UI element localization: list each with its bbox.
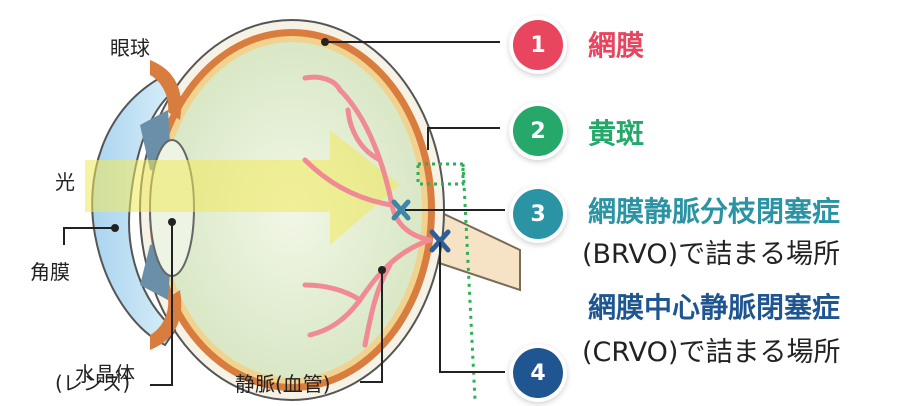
macula-dotted-line — [461, 163, 477, 401]
leader-crvo — [439, 242, 505, 373]
leader-lens — [150, 222, 173, 386]
subtitle-crvo: (CRVO)で詰まる場所 — [582, 337, 841, 368]
subtitle-brvo: (BRVO)で詰まる場所 — [582, 239, 841, 270]
title-retina: 網膜 — [588, 29, 645, 62]
leader-cornea — [63, 227, 115, 245]
title-brvo: 網膜静脈分枝閉塞症 — [588, 195, 841, 228]
label-lens: 水晶体 — [75, 362, 135, 386]
badge-4: 4 — [513, 348, 563, 398]
ciliary-body-top — [150, 60, 182, 120]
light-arrow — [85, 130, 400, 245]
macula-marker — [416, 162, 465, 186]
brvo-cross — [391, 199, 411, 221]
title-macula: 黄斑 — [588, 117, 645, 150]
leader-macula — [427, 127, 500, 150]
badge-3: 3 — [513, 189, 563, 239]
label-light: 光 — [55, 170, 75, 194]
ciliary-body-bottom — [150, 290, 182, 350]
crvo-cross — [429, 229, 451, 253]
label-lens-line1: 水晶体 — [75, 362, 135, 386]
label-lens-line2: (レンズ) — [55, 371, 131, 395]
label-vein: 静脈(血管) — [235, 372, 331, 396]
badge-1: 1 — [513, 20, 563, 70]
label-cornea: 角膜 — [30, 260, 70, 284]
retinal-veins — [302, 74, 433, 348]
label-eyeball: 眼球 — [110, 36, 150, 60]
leader-vein — [360, 270, 383, 383]
badge-2: 2 — [513, 106, 563, 156]
title-crvo: 網膜中心静脈閉塞症 — [588, 291, 841, 324]
